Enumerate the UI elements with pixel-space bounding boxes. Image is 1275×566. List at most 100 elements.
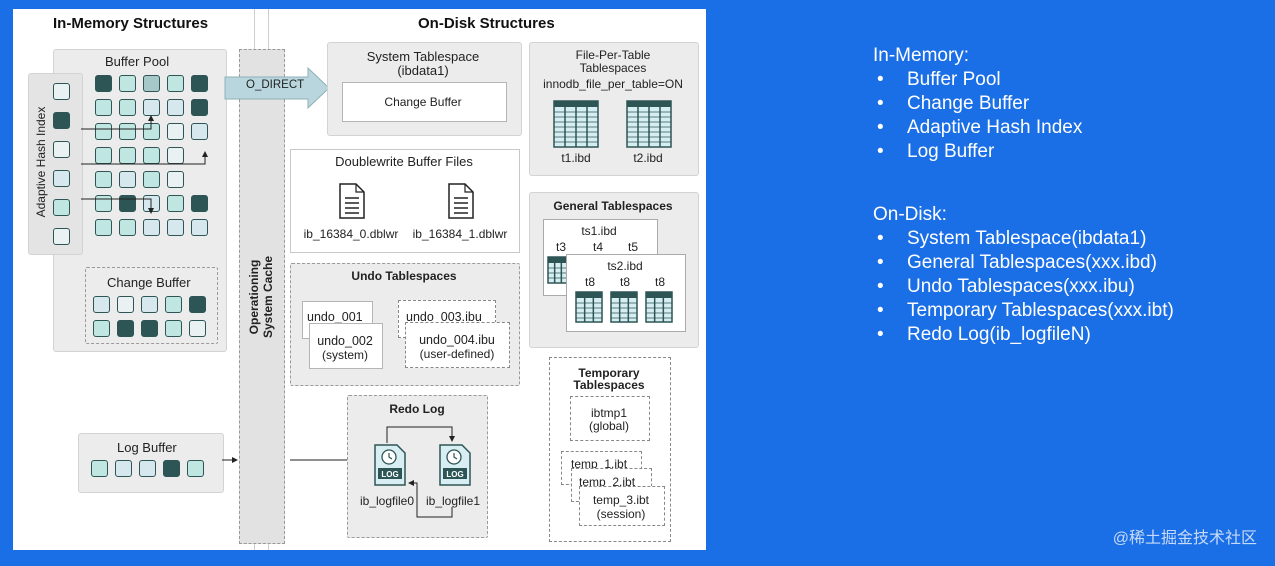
page-cell (167, 123, 184, 140)
page-cell (143, 171, 160, 188)
temp3-type: (session) (596, 507, 646, 521)
temp1-file: temp_1.ibt (571, 457, 628, 471)
on-disk-item: General Tablespaces(xxx.ibd) (873, 251, 1174, 275)
system-tablespace-label: System Tablespace (366, 49, 480, 64)
file-per-table-title: File-Per-Table (575, 48, 651, 62)
t2-file: t2.ibd (633, 151, 663, 165)
redo-log-cycle-arrows (386, 426, 455, 518)
dblwr0-file-icon (339, 183, 365, 219)
page-cell (191, 99, 208, 116)
on-disk-item: System Tablespace(ibdata1) (873, 227, 1174, 251)
on-disk-item: Undo Tablespaces(xxx.ibu) (873, 275, 1174, 299)
logfile1: ib_logfile1 (425, 494, 481, 508)
page-cell (93, 296, 110, 313)
change-buffer-disk-label: Change Buffer (384, 95, 462, 109)
in-memory-item: Change Buffer (873, 92, 1174, 116)
undo-tablespaces-title: Undo Tablespaces (351, 269, 457, 283)
ts1-table-t5: t5 (627, 240, 639, 254)
change-buffer-disk-box (342, 82, 507, 122)
in-memory-item: Buffer Pool (873, 68, 1174, 92)
page-cell (117, 320, 134, 337)
buffer-pool-label: Buffer Pool (105, 54, 170, 69)
on-disk-item: Temporary Tablespaces(xxx.ibt) (873, 299, 1174, 323)
page-cell (119, 171, 136, 188)
undo-003-file: undo_003.ibu (406, 310, 482, 324)
table-icon (645, 291, 673, 328)
dblwr0-file: ib_16384_0.dblwr (303, 227, 399, 241)
page-cell (167, 219, 184, 236)
page-cell (141, 296, 158, 313)
on-disk-header: On-Disk: (873, 204, 947, 225)
ts1-table-t3: t3 (555, 240, 567, 254)
page-cell (191, 195, 208, 212)
file-per-table-title-2: Tablespaces (579, 61, 647, 75)
watermark: @稀土掘金技术社区 (1112, 530, 1257, 547)
ts2-table-t8-a: t8 (584, 275, 596, 289)
ibtmp1-file: ibtmp1 (590, 406, 628, 420)
doublewrite-area (290, 149, 520, 253)
ts1-table-t4: t4 (592, 240, 604, 254)
on-disk-title: On-Disk Structures (418, 15, 555, 32)
in-memory-item: Log Buffer (873, 140, 1174, 164)
dblwr1-file-icon (448, 183, 474, 219)
on-disk-item: Redo Log(ib_logfileN) (873, 323, 1174, 347)
dblwr1-file: ib_16384_1.dblwr (412, 227, 508, 241)
undo-002-box (309, 323, 383, 369)
page-cell (95, 171, 112, 188)
ibtmp1-type: (global) (588, 419, 630, 433)
change-buffer-memory-label: Change Buffer (107, 275, 191, 290)
page-cell (119, 123, 136, 140)
page-cell (93, 320, 110, 337)
temp3-file: temp_3.ibt (592, 493, 650, 507)
temp3-box (579, 486, 665, 526)
o-direct-label: O_DIRECT (246, 79, 305, 91)
hash-arrows (81, 115, 208, 214)
ts1-file: ts1.ibd (581, 224, 617, 238)
page-cell (53, 83, 70, 100)
page-cell (167, 99, 184, 116)
undo-002-type: (system) (322, 348, 368, 362)
page-cell (95, 219, 112, 236)
in-memory-header: In-Memory: (873, 45, 970, 66)
ts2-file: ts2.ibd (607, 259, 643, 273)
page-cell (141, 320, 158, 337)
o-direct-arrow (224, 67, 330, 110)
page-cell (119, 219, 136, 236)
page-cell (191, 219, 208, 236)
log-buffer-label: Log Buffer (117, 440, 177, 455)
undo-002-file: undo_002 (317, 334, 373, 348)
page-cell (91, 460, 108, 477)
logfile0: ib_logfile0 (359, 494, 415, 508)
page-cell (165, 320, 182, 337)
table-icon (547, 256, 569, 289)
innodb-file-per-table-setting: innodb_file_per_table=ON (543, 77, 683, 91)
undo-001-file: undo_001 (307, 310, 363, 324)
temporary-title-2: Tablespaces (573, 378, 645, 392)
page-cell (115, 460, 132, 477)
doublewrite-title: Doublewrite Buffer Files (335, 154, 473, 169)
page-cell (187, 460, 204, 477)
page-cell (189, 320, 206, 337)
page-cell (191, 123, 208, 140)
page-cell (143, 75, 160, 92)
page-cell (95, 75, 112, 92)
page-cell (165, 296, 182, 313)
page-cell (189, 296, 206, 313)
page-cell (119, 99, 136, 116)
table-icon-t2 (626, 100, 672, 153)
page-cell (95, 99, 112, 116)
on-disk-list: System Tablespace(ibdata1) General Table… (873, 227, 1174, 347)
t1-file: t1.ibd (561, 151, 591, 165)
log-label-1: LOG (446, 470, 464, 479)
log-file-icon-0 (374, 444, 406, 486)
log-label-0: LOG (381, 470, 399, 479)
temporary-title: Temporary (578, 366, 640, 380)
os-cache-column (239, 49, 285, 544)
redo-log-title: Redo Log (389, 402, 445, 416)
page-cell (191, 75, 208, 92)
log-file-icon-1 (439, 444, 471, 486)
undo-004-box (405, 322, 510, 368)
undo-004-file: undo_004.ibu (419, 333, 495, 347)
general-tablespaces-title: General Tablespaces (553, 199, 673, 213)
temp2-file: temp_2.ibt (579, 475, 636, 489)
